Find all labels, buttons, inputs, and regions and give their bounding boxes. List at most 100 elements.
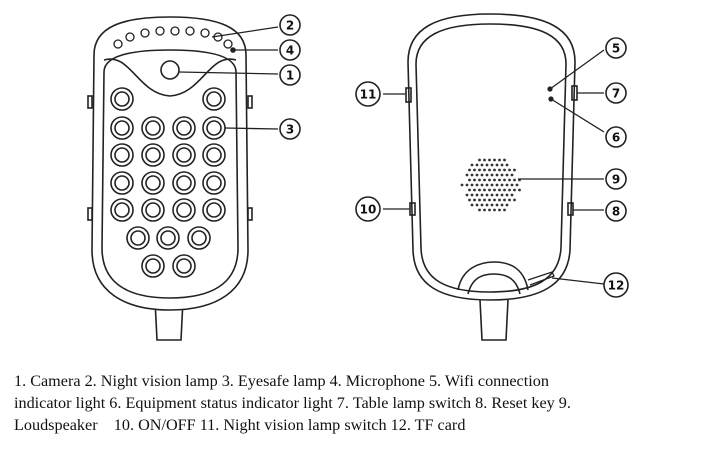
night-vision-lamp: [113, 39, 123, 49]
night-vision-lamp: [155, 26, 165, 36]
eyesafe-lamp: [141, 198, 165, 222]
eyesafe-lamp: [141, 116, 165, 140]
eyesafe-lamp: [156, 226, 180, 250]
speaker-hole: [468, 168, 471, 172]
speaker-hole: [480, 193, 484, 197]
callout-3-label: 3: [286, 123, 294, 137]
speaker-hole: [498, 158, 501, 162]
eyesafe-lamp: [110, 116, 134, 140]
eyesafe-lamp-lens: [206, 147, 222, 163]
leader-line-6: [550, 98, 605, 133]
speaker-hole: [470, 183, 474, 187]
eyesafe-lamp-lens: [176, 258, 192, 274]
speaker-hole: [518, 188, 521, 192]
speaker-hole: [478, 168, 481, 172]
speaker-hole: [475, 193, 479, 197]
speaker-hole: [490, 163, 494, 167]
speaker-hole: [475, 173, 479, 177]
speaker-hole: [468, 198, 471, 202]
leader-line-1: [178, 71, 279, 75]
speaker-hole: [470, 173, 474, 177]
eyesafe-lamps: [110, 87, 226, 278]
night-vision-lamp: [200, 28, 210, 38]
eyesafe-lamp-lens: [176, 147, 192, 163]
speaker-hole: [470, 163, 474, 167]
back-stem: [479, 299, 509, 341]
eyesafe-lamp: [172, 143, 196, 167]
night-vision-lamp: [125, 32, 135, 42]
speaker-hole: [493, 178, 496, 182]
speaker-hole: [495, 203, 499, 207]
back-view: [405, 13, 578, 341]
callout-6: 6: [605, 126, 627, 148]
speaker-hole: [495, 183, 499, 187]
speaker-hole: [488, 168, 491, 172]
callout-3: 3: [279, 118, 301, 140]
speaker-hole: [480, 163, 484, 167]
speaker-hole: [510, 183, 514, 187]
speaker-hole: [490, 173, 494, 177]
back-body-outer: [407, 13, 576, 301]
callout-2-label: 2: [286, 19, 294, 33]
eyesafe-lamp: [172, 254, 196, 278]
speaker-hole: [468, 188, 471, 192]
speaker-hole: [515, 183, 519, 187]
speaker-hole: [473, 168, 476, 172]
callout-2: 2: [279, 14, 301, 36]
speaker-hole: [485, 193, 489, 197]
speaker-hole: [478, 198, 481, 202]
eyesafe-lamp-lens: [145, 147, 161, 163]
callout-4-label: 4: [286, 44, 294, 58]
night-vision-lamp-switch: [405, 87, 412, 103]
speaker-hole: [503, 198, 506, 202]
speaker-hole: [465, 193, 469, 197]
eyesafe-lamp: [110, 143, 134, 167]
speaker-hole: [493, 188, 496, 192]
speaker-hole: [493, 168, 496, 172]
eyesafe-lamp-lens: [145, 202, 161, 218]
speaker-hole: [508, 188, 511, 192]
speaker-hole: [488, 178, 491, 182]
caption-line-3: Loudspeaker 10. ON/OFF 11. Night vision …: [14, 416, 466, 434]
speaker-hole: [498, 168, 501, 172]
speaker-hole: [498, 178, 501, 182]
leader-line-2: [211, 26, 279, 38]
eyesafe-lamp: [202, 143, 226, 167]
speaker-hole: [500, 163, 504, 167]
speaker-hole: [465, 183, 469, 187]
speaker-hole: [505, 173, 509, 177]
speaker-hole: [483, 198, 486, 202]
front-body-inner: [101, 49, 239, 299]
eyesafe-lamp: [110, 171, 134, 195]
leader-line-3: [224, 127, 279, 130]
speaker-hole: [505, 163, 509, 167]
camera-hood: [103, 58, 237, 97]
speaker-hole: [480, 183, 484, 187]
speaker-hole: [470, 203, 474, 207]
eyesafe-lamp-lens: [206, 91, 222, 107]
speaker-hole: [475, 203, 479, 207]
speaker-hole: [475, 183, 479, 187]
speaker-hole: [500, 183, 504, 187]
figure-caption: 1. Camera 2. Night vision lamp 3. Eyesaf…: [14, 370, 704, 436]
night-vision-lamp: [170, 26, 180, 36]
eyesafe-lamp-lens: [114, 120, 130, 136]
eyesafe-lamp: [202, 87, 226, 111]
night-vision-lamp: [185, 26, 195, 36]
speaker-hole: [478, 208, 481, 212]
device-diagram: 2 4 1 3 11 10 5 7 6 9 8 12: [87, 13, 629, 341]
callout-1-label: 1: [286, 69, 294, 83]
speaker-hole: [478, 188, 481, 192]
speaker-hole: [473, 198, 476, 202]
speaker-hole: [505, 203, 509, 207]
callout-6-label: 6: [612, 131, 620, 145]
callout-12-label: 12: [608, 279, 625, 293]
speaker-hole: [485, 173, 489, 177]
speaker-hole: [503, 168, 506, 172]
speaker-hole: [488, 158, 491, 162]
speaker-hole: [508, 198, 511, 202]
speaker-hole: [460, 183, 464, 187]
eyesafe-lamp-lens: [206, 175, 222, 191]
eyesafe-lamp-lens: [114, 202, 130, 218]
eyesafe-lamp: [141, 171, 165, 195]
